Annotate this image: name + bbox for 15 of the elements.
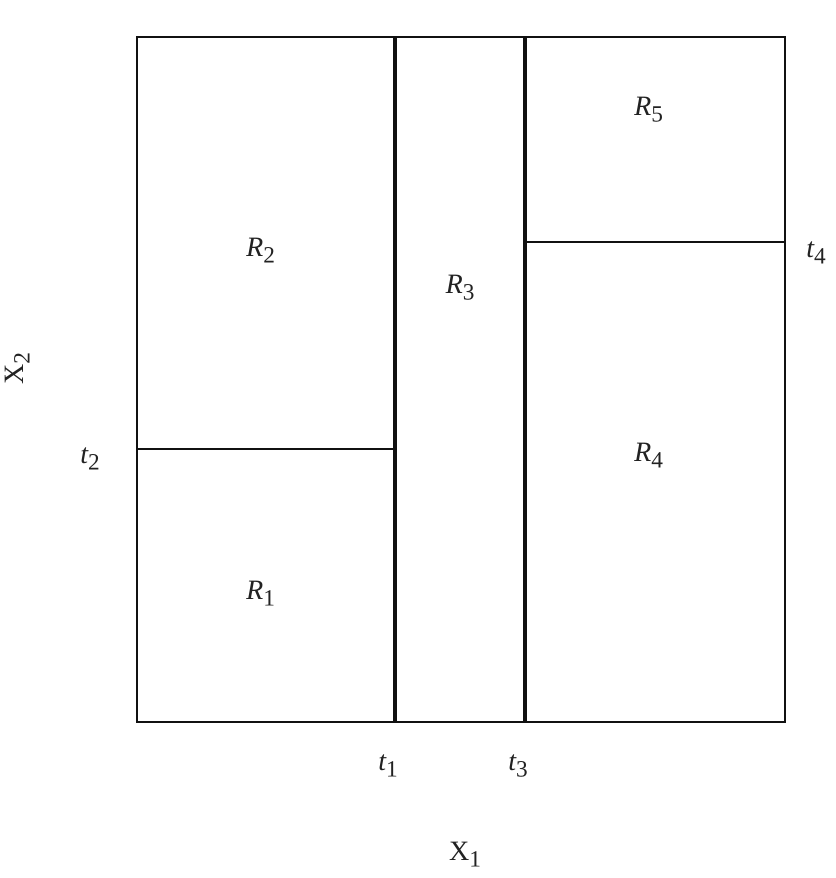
region-label: R$_{1}$ — [246, 576, 275, 610]
threshold-label: t$_{4}$ — [806, 235, 826, 269]
region-label: R$_{5}$ — [634, 92, 663, 126]
region-label: R$_{4}$ — [634, 439, 663, 473]
region-label: R$_{2}$ — [246, 234, 275, 268]
region-box — [136, 36, 397, 450]
region-box — [523, 241, 786, 723]
threshold-label: t$_{3}$ — [508, 748, 528, 782]
axis-title: X$_{1}$ — [449, 838, 481, 872]
region-box — [136, 448, 397, 723]
region-label: R$_{3}$ — [446, 270, 474, 304]
region-box — [523, 36, 786, 243]
threshold-label: t$_{2}$ — [80, 441, 100, 475]
region-box — [393, 36, 527, 723]
threshold-label: t$_{1}$ — [378, 748, 398, 782]
